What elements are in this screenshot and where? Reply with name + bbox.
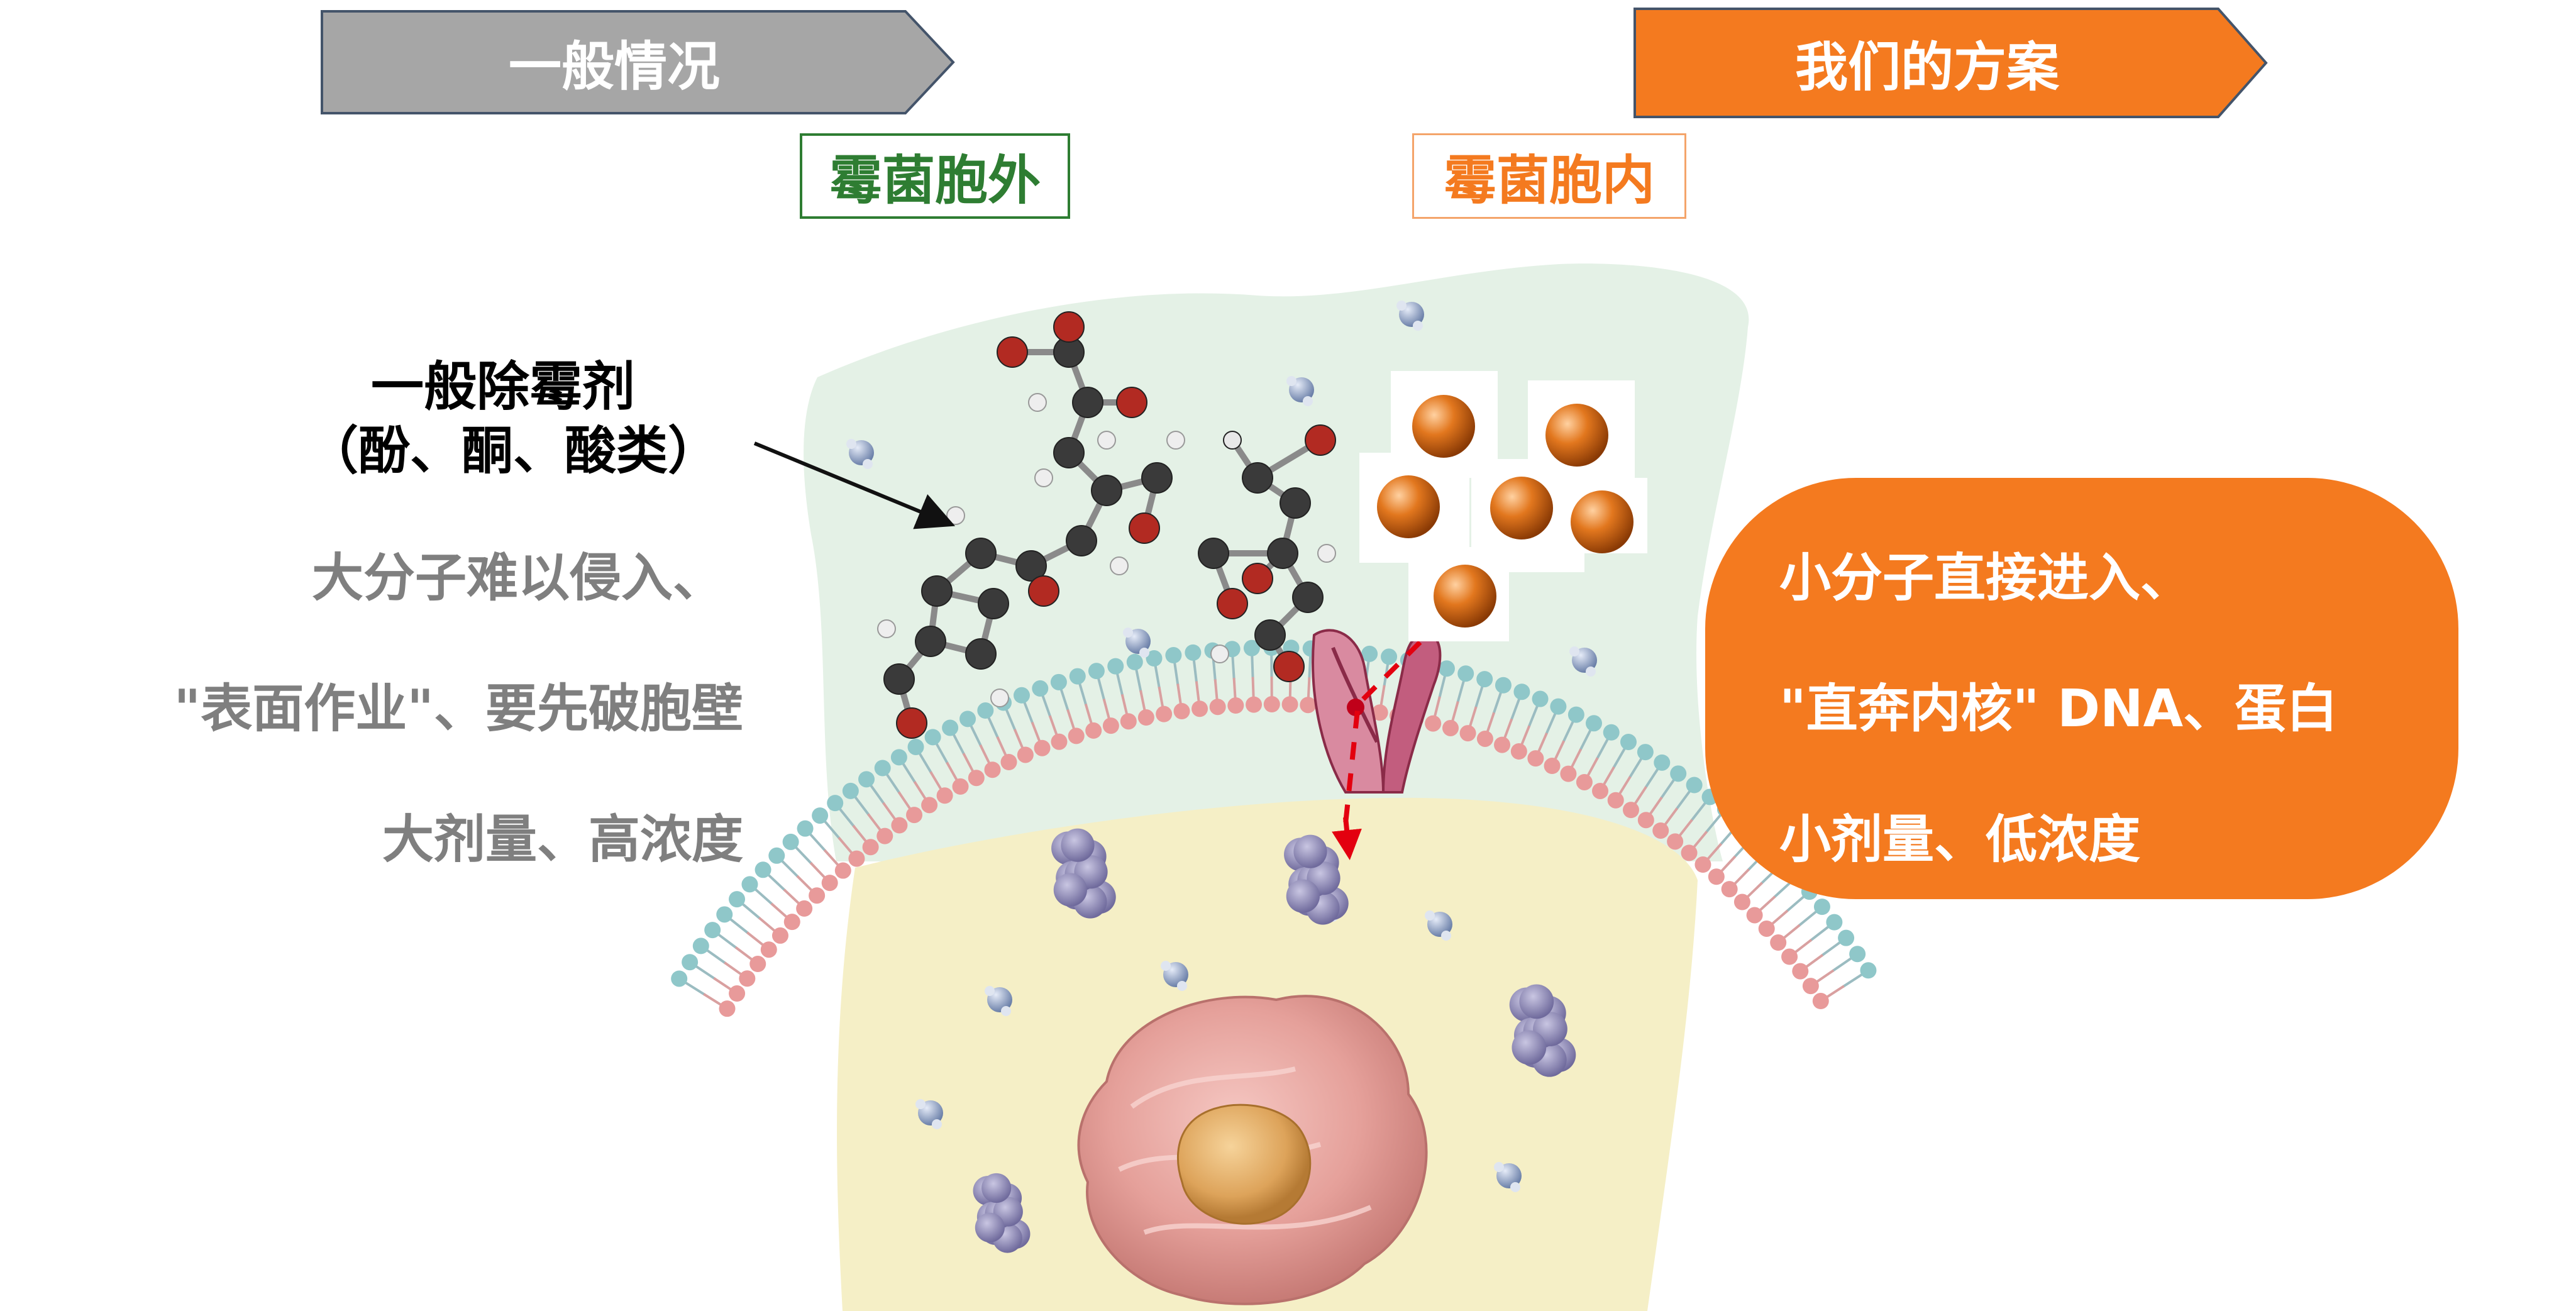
entry-arrow <box>1332 817 1362 860</box>
general-banner: 一般情况 <box>322 11 907 113</box>
tag-outside: 霉菌胞外 <box>800 133 1070 219</box>
ours-banner-label: 我们的方案 <box>1794 36 2059 98</box>
tag-outside-label: 霉菌胞外 <box>829 149 1041 211</box>
nucleus <box>1077 995 1428 1305</box>
general-agent-title: 一般除霉剂 <box>371 356 636 418</box>
channel-protein <box>1312 629 1442 794</box>
general-banner-shape <box>321 10 955 114</box>
our-solution-panel: 小分子直接进入、 "直奔内核" DNA、蛋白 小剂量、低浓度 <box>1705 478 2458 899</box>
left-line-2: "表面作业"、要先破胞壁 <box>174 679 743 739</box>
proteins <box>973 828 1576 1253</box>
small-molecules <box>1359 371 1647 641</box>
general-banner-label: 一般情况 <box>508 35 720 97</box>
left-line-1: 大分子难以侵入、 <box>311 548 724 608</box>
left-line-3: 大剂量、高浓度 <box>382 810 743 870</box>
tag-inside-label: 霉菌胞内 <box>1443 149 1655 211</box>
ours-banner: 我们的方案 <box>1635 9 2219 117</box>
large-molecule <box>877 311 1336 739</box>
ours-banner-shape <box>1633 8 2268 118</box>
right-line-2: "直奔内核" DNA、蛋白 <box>1779 679 2338 739</box>
pointer-arrow <box>753 441 956 529</box>
tag-inside: 霉菌胞内 <box>1412 133 1686 219</box>
general-agent-subtitle: （酚、酮、酸类） <box>307 421 720 481</box>
right-line-3: 小剂量、低浓度 <box>1779 810 2141 870</box>
right-line-1: 小分子直接进入、 <box>1779 548 2192 608</box>
